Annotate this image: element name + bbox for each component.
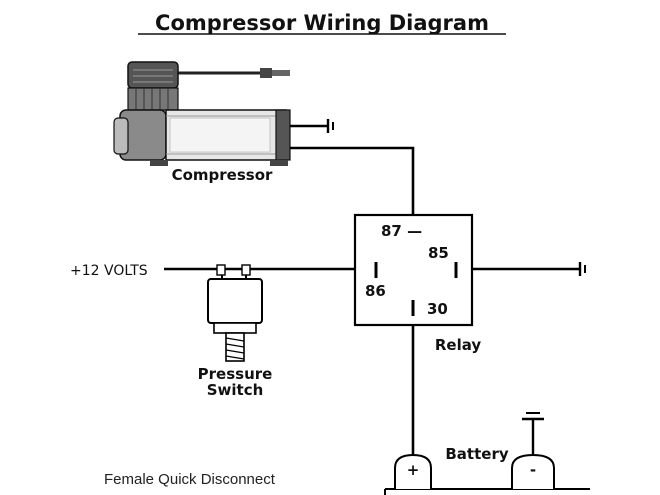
diagram-title: Compressor Wiring Diagram	[155, 11, 489, 35]
ground-symbol	[326, 119, 334, 133]
relay-pin-30: 30	[427, 300, 448, 318]
battery-label: Battery	[445, 445, 508, 463]
relay-pin-86: 86	[365, 282, 386, 300]
relay-pin-87: 87 —	[381, 222, 422, 240]
battery-terminals	[384, 412, 590, 495]
relay-pin-85: 85	[428, 244, 449, 262]
relay-label: Relay	[435, 336, 482, 354]
volts-label: +12 VOLTS	[70, 263, 148, 279]
battery-negative-sign: -	[530, 461, 536, 479]
battery-positive-sign: +	[407, 461, 420, 479]
compressor-label: Compressor	[172, 166, 273, 184]
pressure-switch-illustration	[207, 264, 263, 362]
pressure-switch-label-line1: Pressure	[198, 365, 273, 383]
female-quick-disconnect-label: Female Quick Disconnect	[104, 471, 276, 488]
ground-symbol	[578, 262, 586, 276]
compressor-illustration	[113, 61, 291, 166]
pressure-switch-label-line2: Switch	[207, 381, 264, 399]
compressor-to-relay-wire	[290, 146, 415, 215]
